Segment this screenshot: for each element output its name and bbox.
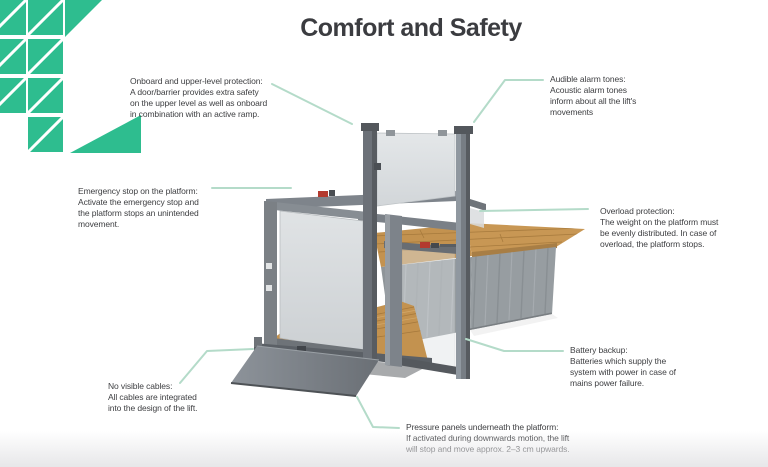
back-left-post: [264, 201, 277, 347]
logo-corner-triangle: [65, 0, 102, 37]
page-title: Comfort and Safety: [300, 13, 522, 42]
left-glass-wall: [264, 201, 377, 360]
gate-post-left: [361, 123, 381, 361]
callout-label: No visible cables:: [108, 381, 173, 391]
bottom-right-rail: [398, 357, 470, 377]
leader-line-onboard-protection: [271, 83, 353, 125]
callout-description: A door/barrier provides extra safety on …: [130, 86, 268, 119]
side-glass-panel-left: [279, 210, 364, 353]
callout-overload-protection: Overload protection: The weight on the p…: [600, 206, 718, 250]
callout-label: Emergency stop on the platform:: [78, 186, 198, 196]
callout-emergency-stop: Emergency stop on the platform: Activate…: [78, 186, 199, 230]
glass-clamp: [386, 130, 395, 136]
callout-description: All cables are integrated into the desig…: [108, 391, 198, 413]
callout-description: Batteries which supply the system with p…: [570, 355, 676, 388]
leader-lines: [179, 79, 589, 429]
upper-barrier-glass: [470, 208, 484, 228]
callout-description: The weight on the platform must be evenl…: [600, 216, 719, 249]
callout-no-visible-cables: No visible cables: All cables are integr…: [108, 381, 197, 414]
logo-bottom-triangle: [70, 115, 141, 153]
callout-label: Overload protection:: [600, 206, 675, 216]
upper-gate-glass-panel: [376, 132, 456, 207]
bottom-edge-fade: [0, 431, 768, 467]
platform-lift-illustration: [230, 123, 585, 397]
callout-description: Activate the emergency stop and the plat…: [78, 196, 199, 229]
deck-front-edge: [472, 243, 557, 258]
leader-line-audible-alarm: [473, 79, 544, 123]
upper-barrier-rail: [470, 199, 486, 211]
callout-description: Acoustic alarm tones inform about all th…: [550, 84, 637, 117]
leader-line-pressure-panels: [356, 396, 400, 429]
callout-label: Pressure panels underneath the platform:: [406, 422, 559, 432]
emergency-stop-button: [318, 191, 328, 197]
callout-label: Battery backup:: [570, 345, 628, 355]
callout-battery-backup: Battery backup: Batteries which supply t…: [570, 345, 676, 389]
callout-onboard-protection: Onboard and upper-level protection: A do…: [130, 76, 267, 120]
front-right-post: [385, 214, 402, 367]
glass-clamp: [438, 130, 447, 136]
callout-label: Audible alarm tones:: [550, 74, 626, 84]
leader-line-overload-protection: [479, 208, 589, 212]
callout-label: Onboard and upper-level protection:: [130, 76, 263, 86]
access-ramp: [230, 345, 380, 397]
leader-line-battery-backup: [465, 338, 564, 352]
mast-post-right: [454, 126, 473, 379]
emergency-stop-button: [420, 242, 430, 248]
callout-audible-alarm: Audible alarm tones: Acoustic alarm tone…: [550, 74, 636, 118]
logo-triangle-pattern: [0, 0, 141, 154]
leader-line-no-visible-cables: [179, 348, 254, 384]
